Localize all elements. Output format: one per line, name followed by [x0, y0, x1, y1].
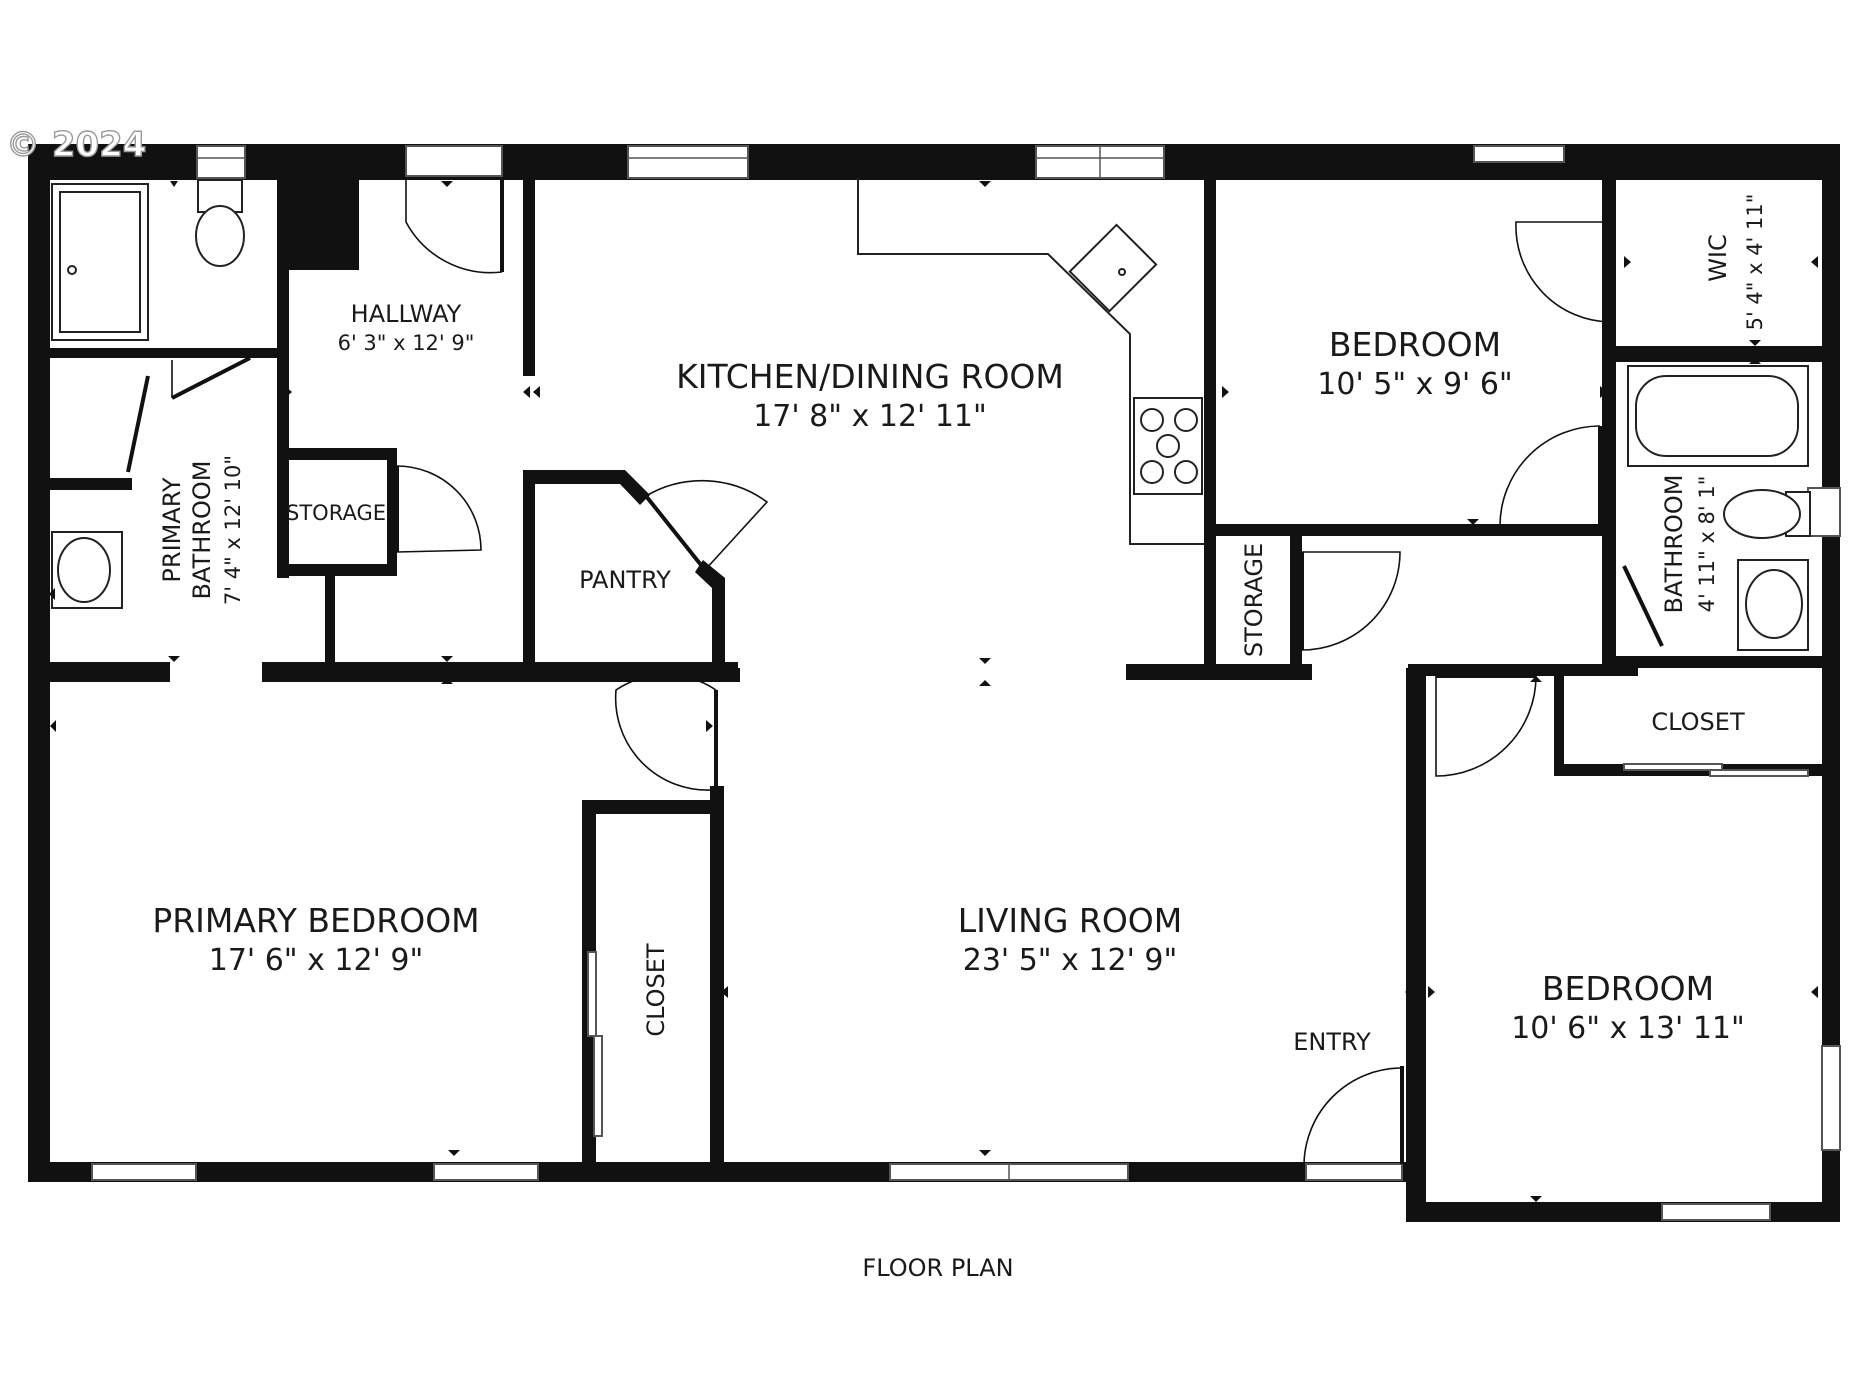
stove-icon	[1133, 397, 1203, 495]
bedroom-bottom-label: BEDROOM	[1542, 969, 1714, 1008]
window-kitchen-a	[627, 145, 749, 179]
window-bath-top	[196, 145, 246, 179]
window-bathroom-right	[1807, 487, 1841, 537]
primary-bedroom-label: PRIMARY BEDROOM	[152, 901, 479, 940]
storage-top-wall	[277, 448, 397, 460]
outer-wall-right	[1822, 144, 1840, 1222]
closet-right-label: CLOSET	[1651, 708, 1745, 736]
hallway-stub-wall	[325, 576, 335, 666]
door-bedroom-bottom	[1435, 675, 1537, 777]
bathroom-bottom-wall	[1602, 656, 1822, 668]
door-bedroom-top-closet	[1515, 221, 1611, 323]
sink-primary-icon	[51, 531, 123, 609]
bathtub-icon	[1627, 365, 1809, 467]
bathroom-label: BATHROOM	[1660, 475, 1688, 614]
doors	[126, 178, 1809, 1165]
entry-opening	[1305, 1163, 1403, 1181]
kitchen-left-wall	[523, 176, 535, 376]
closet-primary-label: CLOSET	[642, 943, 670, 1037]
shower-icon	[51, 183, 149, 341]
floor-plan-caption: FLOOR PLAN	[862, 1254, 1013, 1282]
slider-primary-closet-b	[593, 1035, 603, 1137]
copyright-watermark: © 2024	[6, 125, 146, 165]
outer-wall-top	[28, 144, 1840, 180]
door-pantry	[645, 479, 769, 571]
door-storage-hall	[396, 465, 482, 553]
door-entry	[1303, 1067, 1403, 1165]
pantry-corner	[712, 668, 740, 682]
closet-primary-right-wall	[710, 786, 724, 1166]
primary-bath-label-1: PRIMARY	[158, 477, 186, 582]
primary-bath-bottom-wall-b	[262, 662, 738, 682]
primary-bath-bottom-wall-a	[40, 662, 170, 682]
wic-dims: 5' 4" x 4' 11"	[1743, 194, 1767, 331]
storage-hall-label: STORAGE	[286, 501, 386, 525]
bedroom-top-bottom-wall	[1204, 524, 1612, 536]
toilet-icon	[195, 205, 245, 267]
window-primary-b	[433, 1163, 539, 1181]
door-hallway-top	[405, 178, 503, 274]
pantry-right-wall	[695, 560, 725, 680]
window-hallway-top	[405, 145, 503, 177]
door-bedroom-top	[1499, 425, 1601, 527]
kitchen-dims: 17' 8" x 12' 11"	[753, 399, 987, 434]
bedroom-top-dims: 10' 5" x 9' 6"	[1317, 367, 1512, 402]
labels: © 2024 HALLWAY 6' 3" x 12' 9" KITCHEN/DI…	[5, 124, 1767, 1282]
wic-label: WIC	[1704, 234, 1732, 282]
kitchen-counter	[857, 178, 1204, 545]
door-primary-bedroom	[614, 674, 717, 791]
wic-left-wall	[1602, 176, 1616, 664]
wic-bottom-wall	[1616, 346, 1822, 362]
living-room-label: LIVING ROOM	[958, 901, 1183, 940]
kitchen-label: KITCHEN/DINING ROOM	[676, 357, 1064, 396]
slider-right-closet-b	[1709, 769, 1809, 777]
closet-right-left-wall	[1554, 676, 1564, 774]
hallway-label: HALLWAY	[351, 300, 462, 328]
door-storage-mid	[1301, 551, 1401, 651]
pantry-label: PANTRY	[579, 566, 671, 594]
bathroom-toilet-icon	[1723, 489, 1801, 539]
hallway-left-wall	[277, 176, 289, 578]
outer-wall-left	[28, 144, 50, 1182]
living-top-wall	[1126, 664, 1312, 680]
bedroom-top-label: BEDROOM	[1329, 325, 1501, 364]
window-bedroom-right	[1821, 1045, 1841, 1151]
primary-bedroom-dims: 17' 6" x 12' 9"	[209, 943, 424, 978]
hallway-dims: 6' 3" x 12' 9"	[338, 331, 475, 355]
closet-primary-top-wall	[582, 800, 718, 814]
bathroom-dims: 4' 11" x 8' 1"	[1695, 476, 1719, 613]
slider-primary-closet-a	[587, 951, 597, 1037]
primary-bath-label-2: BATHROOM	[188, 461, 216, 600]
storage-mid-right-wall	[1290, 534, 1302, 680]
pantry-left-wall	[523, 470, 535, 670]
fixtures	[51, 178, 1811, 651]
bedroom-bottom-top-wall	[1408, 664, 1638, 676]
primary-bath-dims: 7' 4" x 12' 10"	[221, 455, 245, 605]
hallway-chase	[277, 176, 359, 270]
windows	[91, 145, 1841, 1221]
window-bedroom-top	[1473, 145, 1565, 163]
storage-bottom-wall	[277, 564, 397, 576]
window-primary-a	[91, 1163, 197, 1181]
entry-label: ENTRY	[1293, 1028, 1371, 1056]
bedroom-bottom-dims: 10' 6" x 13' 11"	[1511, 1011, 1745, 1046]
living-room-dims: 23' 5" x 12' 9"	[963, 943, 1178, 978]
bedroom-bottom-left-wall	[1406, 668, 1426, 1222]
walls	[28, 144, 1840, 1222]
storage-mid-label: STORAGE	[1240, 543, 1268, 657]
primary-bath-wall-b	[40, 478, 132, 490]
storage-right-wall	[387, 448, 397, 576]
dimension-markers	[49, 167, 1818, 1202]
outer-wall-bottom-right	[1406, 1202, 1840, 1222]
bathroom-sink-icon	[1737, 559, 1809, 651]
pantry-top-wall	[535, 470, 650, 505]
bedroom-top-left-wall	[1204, 176, 1216, 674]
window-bedroom-bottom	[1661, 1203, 1771, 1221]
slider-right-closet-a	[1623, 763, 1723, 771]
kitchen-sink-icon	[1068, 223, 1158, 313]
primary-bath-wall-a	[40, 348, 277, 358]
